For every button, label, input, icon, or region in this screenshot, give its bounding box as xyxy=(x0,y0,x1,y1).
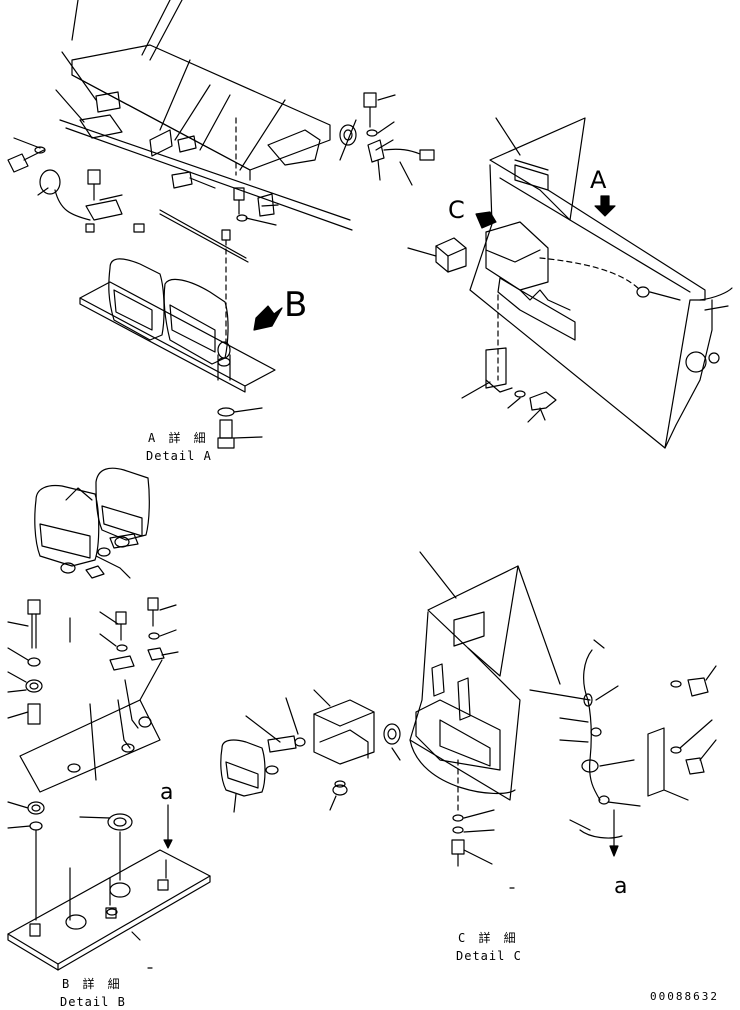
view-marker-b: B xyxy=(284,285,308,325)
detail-a-drawing xyxy=(7,0,435,449)
detail-c-title-jp: C 詳 細 xyxy=(458,931,519,945)
drawing-number: 00088632 xyxy=(650,990,719,1003)
detail-b-title-en: Detail B xyxy=(60,995,126,1009)
detail-c-title-en: Detail C xyxy=(456,949,522,963)
detail-c-drawing xyxy=(220,551,717,889)
connector-marker-lower: a xyxy=(614,874,628,899)
detail-b-drawing xyxy=(7,467,211,971)
detail-a-title-en: Detail A xyxy=(146,449,212,463)
detail-a-title-jp: A 詳 細 xyxy=(148,431,209,445)
detail-b-title-jp: B 詳 細 xyxy=(62,977,123,991)
connector-marker-upper: a xyxy=(160,780,174,805)
view-marker-a: A xyxy=(590,166,607,194)
view-marker-c: C xyxy=(448,196,465,224)
main-view-drawing xyxy=(407,117,733,449)
